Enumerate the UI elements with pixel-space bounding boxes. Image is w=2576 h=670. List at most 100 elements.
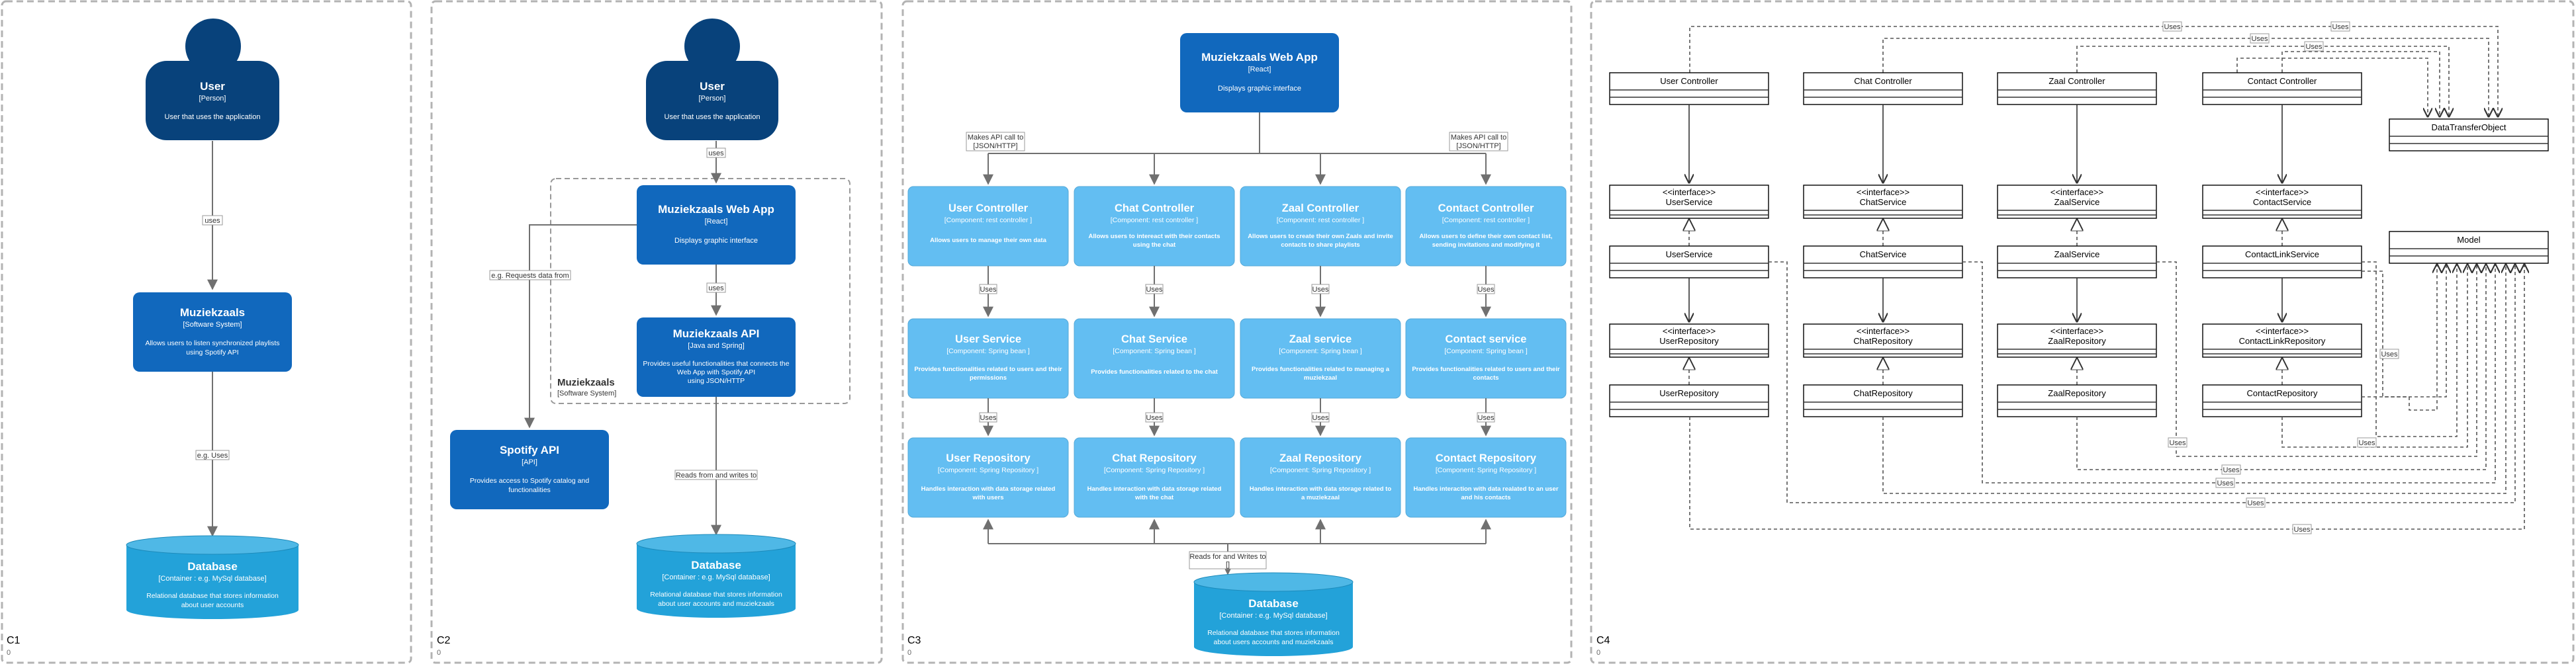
c3-zaal-repository: Zaal Repository [Component: Spring Repos… bbox=[1240, 437, 1401, 518]
c3-uses-label-7: Uses bbox=[1312, 414, 1329, 422]
c2-user-title: User bbox=[700, 80, 725, 93]
c3-user-service-type: [Component: Spring bean ] bbox=[946, 347, 1030, 355]
c2-edge-requests-label: e.g. Requests data from bbox=[491, 272, 569, 280]
c3-chat-repository-desc1: Handles interaction with data storage re… bbox=[1087, 485, 1222, 493]
c3-contact-controller: Contact Controller [Component: rest cont… bbox=[1405, 186, 1567, 267]
c4-user-controller-class: User Controller bbox=[1609, 72, 1769, 105]
c3-uses-label-1: Uses bbox=[980, 286, 997, 294]
c3-chat-controller: Chat Controller [Component: rest control… bbox=[1074, 186, 1235, 267]
c3-contact-service-desc2: contacts bbox=[1473, 374, 1498, 382]
c4-user-controller-name: User Controller bbox=[1660, 76, 1718, 86]
c3-user-repository-desc1: Handles interaction with data storage re… bbox=[921, 485, 1056, 493]
c3-zaal-service: Zaal service [Component: Spring bean ] P… bbox=[1240, 318, 1401, 399]
c1-edge-label-bg bbox=[202, 215, 223, 226]
c2-user-type: [Person] bbox=[699, 95, 726, 103]
c4-dto-uses-lines: Uses Uses Uses Uses bbox=[1689, 21, 2498, 116]
c3-chat-service-type: [Component: Spring bean ] bbox=[1113, 347, 1196, 355]
c3-chat-controller-desc1: Allows users to intereact with their con… bbox=[1088, 233, 1220, 240]
c4-uses-model-label-3: Uses bbox=[2217, 480, 2234, 487]
c1-edge-eguses-label: e.g. Uses bbox=[197, 452, 228, 460]
c2-spotify-desc2: functionalities bbox=[508, 486, 551, 494]
c3-contact-controller-title: Contact Controller bbox=[1438, 202, 1534, 214]
c3-uses-labels-row1: Uses Uses Uses Uses bbox=[979, 284, 1495, 294]
c4-zaal-controller-class: Zaal Controller bbox=[1997, 72, 2157, 105]
c4-contact-link-service-class: ContactLinkService bbox=[2202, 245, 2362, 278]
c3-contact-repository-title: Contact Repository bbox=[1436, 452, 1537, 464]
c3-contact-repository: Contact Repository [Component: Spring Re… bbox=[1405, 437, 1567, 518]
c3-chat-controller-title: Chat Controller bbox=[1115, 202, 1195, 214]
c3-contact-controller-desc2: sending invitations and modifying it bbox=[1432, 241, 1540, 249]
panel-c3-frame bbox=[901, 0, 1573, 664]
c3-chat-repository-title: Chat Repository bbox=[1112, 452, 1197, 464]
c4-chat-controller-name: Chat Controller bbox=[1854, 76, 1912, 86]
c4-user-repository-class: UserRepository bbox=[1609, 384, 1769, 417]
c3-zaal-service-desc1: Provides functionalities related to mana… bbox=[1252, 366, 1390, 373]
c2-webapp-title: Muziekzaals Web App bbox=[658, 203, 774, 216]
c2-db-desc1: Relational database that stores informat… bbox=[650, 591, 782, 599]
c3-contact-service-type: [Component: Spring bean ] bbox=[1444, 347, 1528, 355]
c4-zaal-repository-class: ZaalRepository bbox=[1997, 384, 2157, 417]
panel-c4-frame bbox=[1590, 0, 2575, 664]
c3-webapp-title: Muziekzaals Web App bbox=[1201, 51, 1318, 63]
c3-zaal-repository-type: [Component: Spring Repository ] bbox=[1270, 466, 1371, 474]
c4-model-name: Model bbox=[2457, 235, 2481, 245]
c3-user-repository-title: User Repository bbox=[946, 452, 1031, 464]
c3-contact-controller-type: [Component: rest controller ] bbox=[1442, 216, 1530, 224]
c4-uses-model-label-5: Uses bbox=[2169, 439, 2186, 447]
panel-c2-label: C2 bbox=[437, 635, 451, 646]
c3-edge-db-label2: [] bbox=[1226, 561, 1230, 569]
c4-contact-service-iface-name: ContactService bbox=[2253, 197, 2311, 207]
c3-uses-label-4: Uses bbox=[1477, 286, 1495, 294]
c4-user-repo-iface-name: UserRepository bbox=[1659, 336, 1719, 346]
c4-uses-label-top-2: Uses bbox=[2332, 23, 2349, 31]
c4-chat-service-class: ChatService bbox=[1803, 245, 1963, 278]
c4-chat-repository-name: ChatRepository bbox=[1853, 388, 1913, 398]
c3-uses-label-8: Uses bbox=[1477, 414, 1495, 422]
c3-edge-api-left-label1: Makes API call to bbox=[968, 134, 1023, 142]
c1-system-title: Muziekzaals bbox=[180, 306, 245, 319]
c2-database-cylinder: Database [Container : e.g. MySql databas… bbox=[636, 534, 796, 618]
c1-user-person: User [Person] User that uses the applica… bbox=[146, 19, 279, 140]
c4-contact-controller-class: Contact Controller bbox=[2202, 72, 2362, 105]
c3-zaal-controller-desc1: Allows users to create their own Zaals a… bbox=[1248, 233, 1393, 240]
c4-zaal-repository-name: ZaalRepository bbox=[2048, 388, 2106, 398]
c3-webapp-box: Muziekzaals Web App [React] Displays gra… bbox=[1180, 33, 1339, 112]
panel-c4-label: C4 bbox=[1596, 635, 1610, 646]
c3-user-service: User Service [Component: Spring bean ] P… bbox=[907, 318, 1069, 399]
c2-api-box: Muziekzaals API [Java and Spring] Provid… bbox=[637, 317, 796, 397]
c4-chat-repository-interface: <<interface>> ChatRepository bbox=[1803, 323, 1963, 358]
c4-chat-repo-iface-name: ChatRepository bbox=[1853, 336, 1913, 346]
c3-chat-controller-desc2: using the chat bbox=[1133, 241, 1176, 249]
c2-spotify-desc1: Provides access to Spotify catalog and bbox=[470, 477, 590, 485]
c4-contact-service-stereo: <<interface>> bbox=[2256, 187, 2309, 197]
c2-edge-uses1-bg bbox=[706, 147, 726, 158]
c3-zaal-controller-desc2: contacts to share playlists bbox=[1281, 241, 1359, 249]
c2-user-person: User [Person] User that uses the applica… bbox=[646, 19, 778, 140]
c2-api-desc2: Web App with Spotify API bbox=[677, 368, 755, 376]
c2-webapp-type: [React] bbox=[705, 218, 728, 226]
panel-c1-sublabel: 0 bbox=[7, 649, 11, 657]
c4-zaal-service-iface-name: ZaalService bbox=[2054, 197, 2100, 207]
c3-chat-repository: Chat Repository [Component: Spring Repos… bbox=[1074, 437, 1235, 518]
c2-db-title: Database bbox=[691, 559, 741, 571]
c4-chat-controller-class: Chat Controller bbox=[1803, 72, 1963, 105]
c3-db-type: [Container : e.g. MySql database] bbox=[1219, 612, 1327, 620]
c2-db-type: [Container : e.g. MySql database] bbox=[662, 573, 770, 581]
c1-user-type: [Person] bbox=[199, 95, 226, 103]
c4-user-service-iface-name: UserService bbox=[1666, 197, 1713, 207]
c2-edge-uses2-bg bbox=[706, 282, 726, 293]
c3-db-desc1: Relational database that stores informat… bbox=[1207, 629, 1340, 637]
c4-zaal-service-class: ZaalService bbox=[1997, 245, 2157, 278]
c4-chat-service-name: ChatService bbox=[1860, 249, 1907, 259]
c3-user-service-desc2: permissions bbox=[970, 374, 1007, 382]
c3-zaal-repository-desc1: Handles interaction with data storage re… bbox=[1250, 485, 1392, 493]
c2-edge-reads-bg bbox=[674, 470, 758, 480]
c3-edge-webapp-bus bbox=[988, 112, 1486, 154]
c3-user-controller-title: User Controller bbox=[948, 202, 1029, 214]
c3-user-repository-desc2: with users bbox=[972, 494, 1004, 501]
c4-contact-repository-class: ContactRepository bbox=[2202, 384, 2362, 417]
c1-database-cylinder: Database [Container : e.g. MySql databas… bbox=[126, 535, 299, 619]
c4-uses-model-label-7: Uses bbox=[2381, 351, 2398, 358]
c1-db-title: Database bbox=[187, 560, 238, 573]
c4-model-class: Model bbox=[2389, 231, 2549, 264]
